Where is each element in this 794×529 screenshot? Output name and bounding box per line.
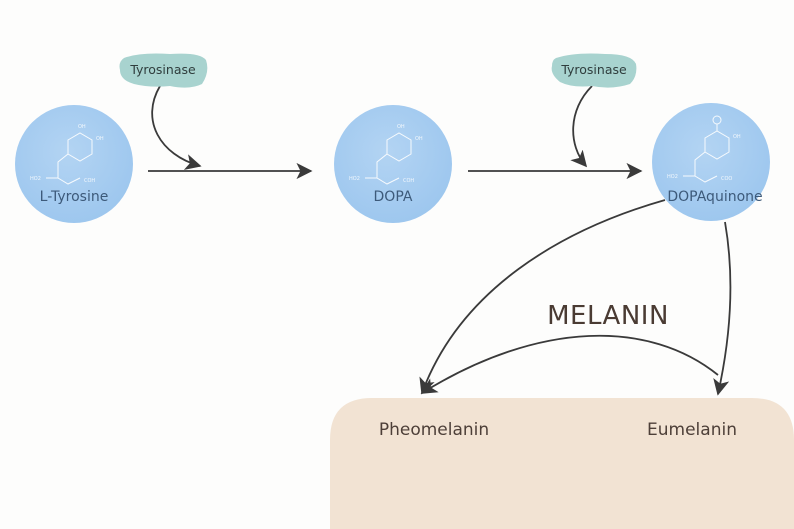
group-label: COH xyxy=(403,178,414,184)
node-label: L-Tyrosine xyxy=(40,189,109,205)
product-eumelanin: Eumelanin xyxy=(647,420,737,440)
enzyme-arrow-2 xyxy=(570,85,593,168)
group-label: HO2 xyxy=(349,176,360,182)
node-label: DOPAquinone xyxy=(667,189,762,205)
group-label: COO xyxy=(721,176,732,182)
enzyme-label: Tyrosinase xyxy=(560,62,627,77)
molecule-structure-icon xyxy=(365,132,412,185)
group-label: HO2 xyxy=(667,174,678,180)
group-label: OH xyxy=(415,136,423,142)
arrow-dopaquinone-to-pheomelanin xyxy=(419,199,666,395)
group-label: OH xyxy=(733,134,741,140)
arrow-eumelanin-to-pheomelanin xyxy=(420,334,719,394)
node-dopa: OH OH HO2 COH DOPA xyxy=(334,105,452,223)
group-label: HO2 xyxy=(30,176,41,182)
group-label: COH xyxy=(84,178,95,184)
group-label: OH xyxy=(78,124,86,130)
melanin-title: MELANIN xyxy=(547,301,669,331)
enzyme-arrow-1 xyxy=(151,85,202,170)
enzyme-tyrosinase-1: Tyrosinase xyxy=(119,53,208,88)
group-label: OH xyxy=(397,124,405,130)
node-dopaquinone: OH HO2 COO DOPAquinone xyxy=(652,103,770,221)
melanin-products-box xyxy=(330,398,794,529)
node-label: DOPA xyxy=(374,189,413,205)
enzyme-label: Tyrosinase xyxy=(129,62,196,77)
product-pheomelanin: Pheomelanin xyxy=(379,420,489,440)
node-l-tyrosine: OH OH HO2 COH L-Tyrosine xyxy=(15,105,133,223)
enzyme-tyrosinase-2: Tyrosinase xyxy=(551,53,637,88)
arrow-dopaquinone-to-eumelanin xyxy=(713,221,732,396)
group-label: OH xyxy=(96,136,104,142)
molecule-structure-icon xyxy=(46,132,93,185)
molecule-structure-icon xyxy=(683,115,730,183)
